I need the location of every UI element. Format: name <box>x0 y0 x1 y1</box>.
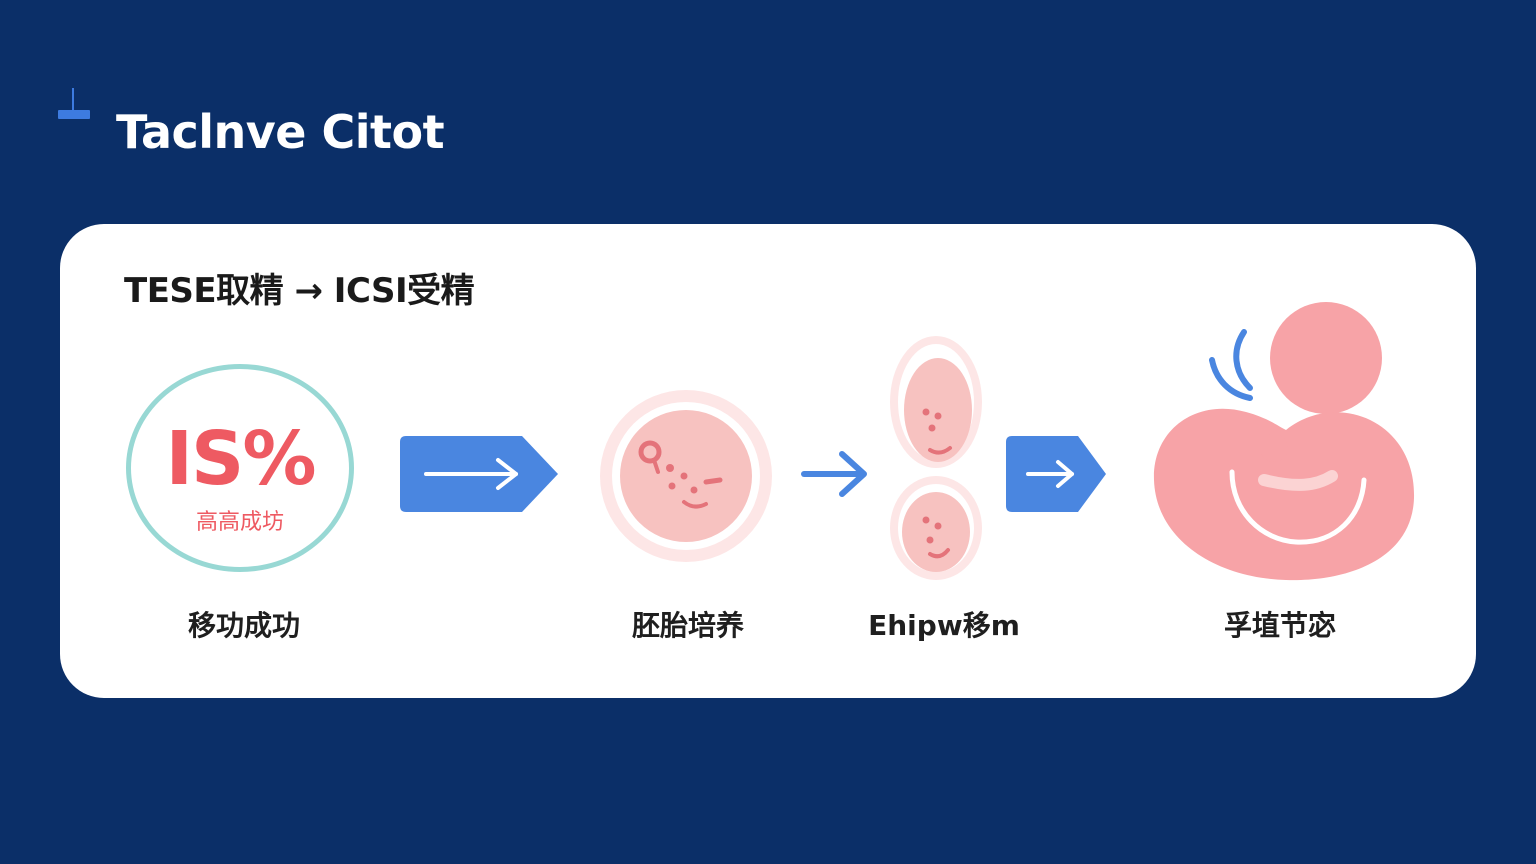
step-label-3: Ehipw移m <box>868 609 1020 642</box>
arrow-right-icon <box>801 451 867 497</box>
page-title: Taclnve Citot <box>116 105 445 159</box>
step-label-2: 胚胎培养 <box>631 609 744 642</box>
step-label-1: 移功成功 <box>187 609 300 642</box>
arrow-right-icon <box>400 436 558 512</box>
process-subtitle: TESE取精 → ICSI受精 <box>124 271 475 311</box>
success-rate-value: IS% <box>165 416 317 502</box>
title-bookmark-icon <box>58 88 90 119</box>
dividing-embryo-icon <box>890 336 982 580</box>
fetus-icon <box>1153 302 1415 581</box>
success-rate-caption: 高高成坊 <box>195 510 284 535</box>
process-card: TESE取精 → ICSI受精 IS% 高高成坊 移功成功 胚胎培养 <box>60 224 1476 698</box>
arrow-right-icon <box>1006 436 1106 512</box>
step-label-4: 孚埴节宓 <box>1223 609 1336 642</box>
success-rate-badge: IS% 高高成坊 <box>126 364 354 572</box>
embryo-cell-icon <box>600 390 772 562</box>
